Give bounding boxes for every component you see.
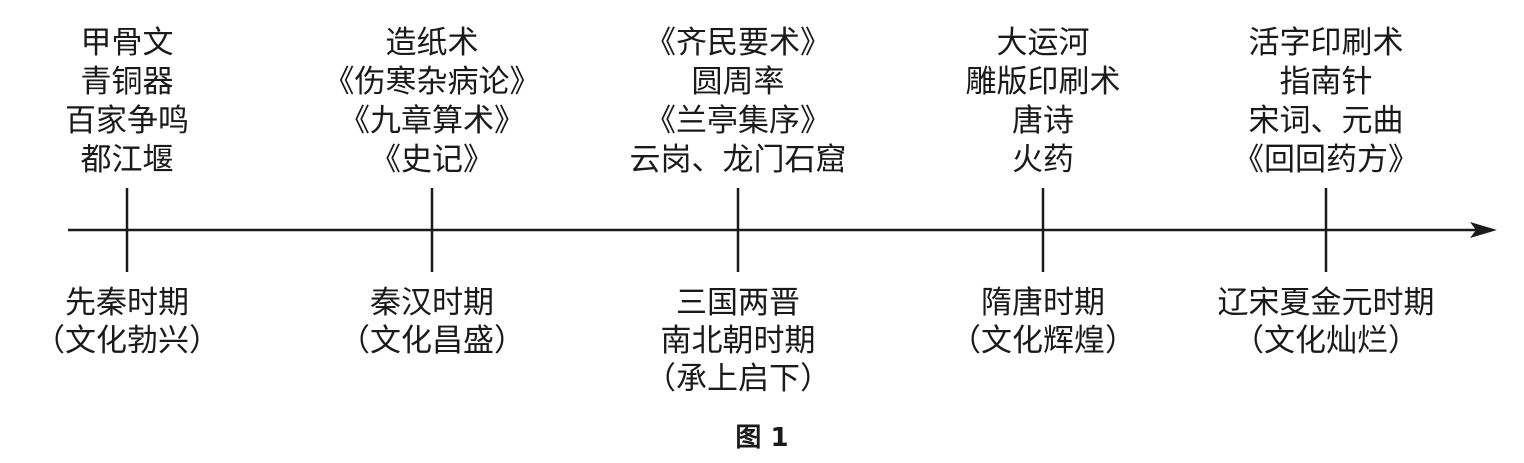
event-label: 《伤寒杂病论》: [323, 64, 541, 100]
period-xianqin: 甲骨文 青铜器 百家争鸣 都江堰 先秦时期 （文化勃兴）: [0, 0, 277, 463]
period-name: 辽宋夏金元时期: [1217, 285, 1435, 321]
event-label: 大运河: [996, 25, 1090, 61]
event-label: 雕版印刷术: [965, 64, 1121, 100]
period-label: 辽宋夏金元时期 （文化灿烂）: [1176, 284, 1476, 360]
event-label: 《九章算术》: [339, 103, 525, 139]
period-liaosong-xiajin-yuan: 活字印刷术 指南针 宋词、元曲 《回回药方》 辽宋夏金元时期 （文化灿烂）: [1176, 0, 1476, 463]
event-label: 《齐民要术》: [645, 25, 831, 61]
event-label: 活字印刷术: [1248, 25, 1404, 61]
period-label: 三国两晋 南北朝时期 （承上启下）: [588, 284, 888, 398]
period-qinhan: 造纸术 《伤寒杂病论》 《九章算术》 《史记》 秦汉时期 （文化昌盛）: [282, 0, 582, 463]
event-label: 甲骨文: [80, 25, 174, 61]
period-events: 甲骨文 青铜器 百家争鸣 都江堰: [0, 24, 277, 180]
event-label: 造纸术: [385, 25, 479, 61]
period-events: 造纸术 《伤寒杂病论》 《九章算术》 《史记》: [282, 24, 582, 180]
period-name: 秦汉时期: [370, 285, 494, 321]
event-label: 百家争鸣: [65, 103, 189, 139]
period-name: 隋唐时期: [981, 285, 1105, 321]
period-suitang: 大运河 雕版印刷术 唐诗 火药 隋唐时期 （文化辉煌）: [893, 0, 1193, 463]
event-label: 圆周率: [691, 64, 785, 100]
period-events: 活字印刷术 指南针 宋词、元曲 《回回药方》: [1176, 24, 1476, 180]
period-label: 先秦时期 （文化勃兴）: [0, 284, 277, 360]
period-events: 大运河 雕版印刷术 唐诗 火药: [893, 24, 1193, 180]
event-label: 火药: [1012, 142, 1074, 178]
event-label: 唐诗: [1012, 103, 1074, 139]
period-name: 先秦时期: [65, 285, 189, 321]
period-note: （文化昌盛）: [339, 323, 525, 359]
event-label: 云岗、龙门石窟: [629, 142, 847, 178]
period-note: （文化灿烂）: [1233, 323, 1419, 359]
event-label: 《兰亭集序》: [645, 103, 831, 139]
event-label: 《史记》: [370, 142, 494, 178]
period-name: 三国两晋: [676, 285, 800, 321]
event-label: 都江堰: [80, 142, 174, 178]
period-label: 秦汉时期 （文化昌盛）: [282, 284, 582, 360]
event-label: 青铜器: [80, 64, 174, 100]
figure-caption: 图 1: [735, 423, 789, 453]
period-sanguo-liangjin-nanbeichao: 《齐民要术》 圆周率 《兰亭集序》 云岗、龙门石窟 三国两晋 南北朝时期 （承上…: [588, 0, 888, 463]
period-note: （承上启下）: [645, 361, 831, 397]
period-label: 隋唐时期 （文化辉煌）: [893, 284, 1193, 360]
event-label: 指南针: [1279, 64, 1373, 100]
period-events: 《齐民要术》 圆周率 《兰亭集序》 云岗、龙门石窟: [588, 24, 888, 180]
period-note: （文化辉煌）: [950, 323, 1136, 359]
period-name: 南北朝时期: [660, 323, 816, 359]
period-note: （文化勃兴）: [34, 323, 220, 359]
axis-arrowhead: [1470, 222, 1497, 238]
event-label: 宋词、元曲: [1248, 103, 1404, 139]
event-label: 《回回药方》: [1233, 142, 1419, 178]
